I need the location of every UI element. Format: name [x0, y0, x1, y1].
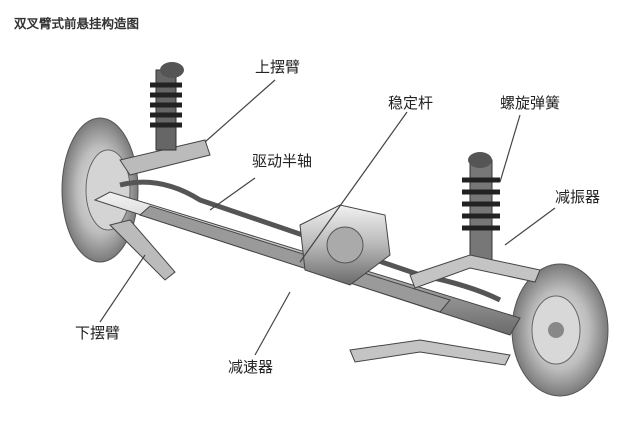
right-upper-arm — [409, 254, 541, 289]
leader-lines — [99, 79, 556, 356]
label-reducer: 减速器 — [228, 358, 274, 376]
left-upper-arm — [119, 139, 211, 176]
label-shock-absorber: 减振器 — [555, 188, 601, 206]
right-brake-disc — [511, 263, 609, 397]
label-stabilizer-bar: 稳定杆 — [388, 94, 434, 112]
label-coil-spring: 螺旋弹簧 — [500, 94, 561, 112]
right-shock-spring — [462, 152, 500, 261]
reducer-housing — [299, 204, 391, 286]
label-drive-shaft: 驱动半轴 — [252, 152, 313, 170]
label-upper-arm: 上摆臂 — [255, 58, 301, 76]
left-shock-spring — [150, 62, 184, 151]
right-lower-arm — [349, 339, 511, 366]
diagram-title: 双叉臂式前悬挂构造图 — [14, 16, 140, 31]
label-lower-arm: 下摆臂 — [75, 324, 121, 342]
left-lower-arm — [109, 219, 176, 281]
